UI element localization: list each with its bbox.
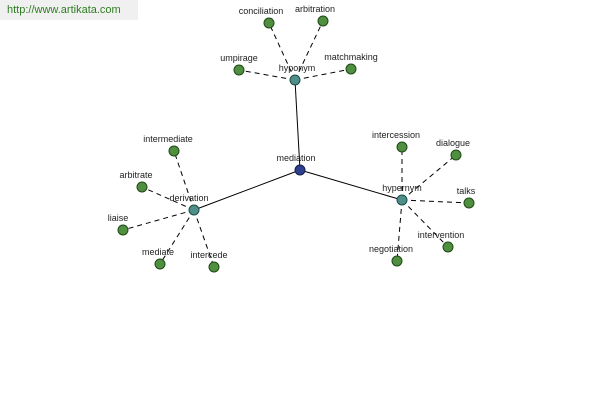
node-label-arbitrate: arbitrate — [119, 170, 152, 180]
leaf-node-marker[interactable] — [463, 197, 475, 209]
node-intercede[interactable]: intercede — [190, 250, 228, 273]
edge-mediation-hyponym — [294, 79, 301, 171]
edge-hypernym-intervention — [401, 199, 449, 248]
leaf-node-marker[interactable] — [345, 63, 357, 75]
node-intermediate[interactable]: intermediate — [143, 134, 193, 157]
node-dialogue[interactable]: dialogue — [436, 138, 470, 161]
node-label-mediation: mediation — [276, 153, 315, 163]
edge-derivation-liaise — [122, 209, 195, 231]
node-mediation[interactable]: mediation — [276, 153, 316, 176]
node-talks[interactable]: talks — [457, 186, 476, 209]
node-label-intercede: intercede — [190, 250, 227, 260]
edge-derivation-arbitrate — [141, 186, 195, 211]
node-label-liaise: liaise — [108, 213, 129, 223]
node-label-umpirage: umpirage — [220, 53, 258, 63]
node-label-intercession: intercession — [372, 130, 420, 140]
node-intervention[interactable]: intervention — [418, 230, 465, 253]
node-mediate[interactable]: mediate — [142, 247, 174, 270]
node-label-mediate: mediate — [142, 247, 174, 257]
leaf-node-marker[interactable] — [391, 255, 403, 267]
leaf-node-marker[interactable] — [208, 261, 220, 273]
edge-hyponym-conciliation — [268, 22, 296, 81]
node-label-matchmaking: matchmaking — [324, 52, 378, 62]
edge-mediation-derivation — [193, 169, 301, 211]
nodes-layer: conciliation arbitration umpirage matchmaki… — [108, 4, 476, 273]
node-conciliation[interactable]: conciliation — [239, 6, 284, 29]
leaf-node-marker[interactable] — [317, 15, 329, 27]
node-hypernym[interactable]: hypernym — [382, 183, 422, 206]
node-label-hyponym: hyponym — [279, 63, 316, 73]
node-liaise[interactable]: liaise — [108, 213, 129, 236]
root-node-marker[interactable] — [294, 164, 306, 176]
leaf-node-marker[interactable] — [233, 64, 245, 76]
node-derivation[interactable]: derivation — [169, 193, 209, 216]
edge-derivation-intercede — [193, 209, 215, 268]
node-label-derivation: derivation — [169, 193, 208, 203]
node-arbitrate[interactable]: arbitrate — [119, 170, 153, 193]
leaf-node-marker[interactable] — [450, 149, 462, 161]
leaf-node-marker[interactable] — [442, 241, 454, 253]
node-matchmaking[interactable]: matchmaking — [324, 52, 378, 75]
watermark-link[interactable]: http://www.artikata.com — [0, 0, 138, 20]
node-umpirage[interactable]: umpirage — [220, 53, 258, 76]
node-label-dialogue: dialogue — [436, 138, 470, 148]
edge-hypernym-dialogue — [401, 154, 457, 201]
node-label-talks: talks — [457, 186, 476, 196]
edge-hyponym-umpirage — [238, 69, 296, 81]
node-arbitration[interactable]: arbitration — [295, 4, 335, 27]
leaf-node-marker[interactable] — [263, 17, 275, 29]
leaf-node-marker[interactable] — [396, 141, 408, 153]
edge-hypernym-negotiation — [396, 199, 403, 262]
hub-node-marker[interactable] — [396, 194, 408, 206]
leaf-node-marker[interactable] — [136, 181, 148, 193]
leaf-node-marker[interactable] — [154, 258, 166, 270]
edge-derivation-mediate — [159, 209, 195, 265]
hub-node-marker[interactable] — [289, 74, 301, 86]
node-label-intermediate: intermediate — [143, 134, 193, 144]
leaf-node-marker[interactable] — [168, 145, 180, 157]
node-label-arbitration: arbitration — [295, 4, 335, 14]
edge-mediation-hypernym — [299, 169, 403, 201]
edge-hypernym-talks — [401, 199, 470, 204]
edge-hyponym-arbitration — [294, 20, 324, 81]
node-intercession[interactable]: intercession — [372, 130, 420, 153]
leaf-node-marker[interactable] — [117, 224, 129, 236]
node-hyponym[interactable]: hyponym — [279, 63, 316, 86]
node-label-negotiation: negotiation — [369, 244, 413, 254]
node-label-conciliation: conciliation — [239, 6, 284, 16]
edge-derivation-intermediate — [173, 150, 195, 211]
node-negotiation[interactable]: negotiation — [369, 244, 413, 267]
node-label-hypernym: hypernym — [382, 183, 422, 193]
edges-layer — [122, 20, 470, 268]
node-label-intervention: intervention — [418, 230, 465, 240]
hub-node-marker[interactable] — [188, 204, 200, 216]
edge-hyponym-matchmaking — [294, 68, 352, 81]
